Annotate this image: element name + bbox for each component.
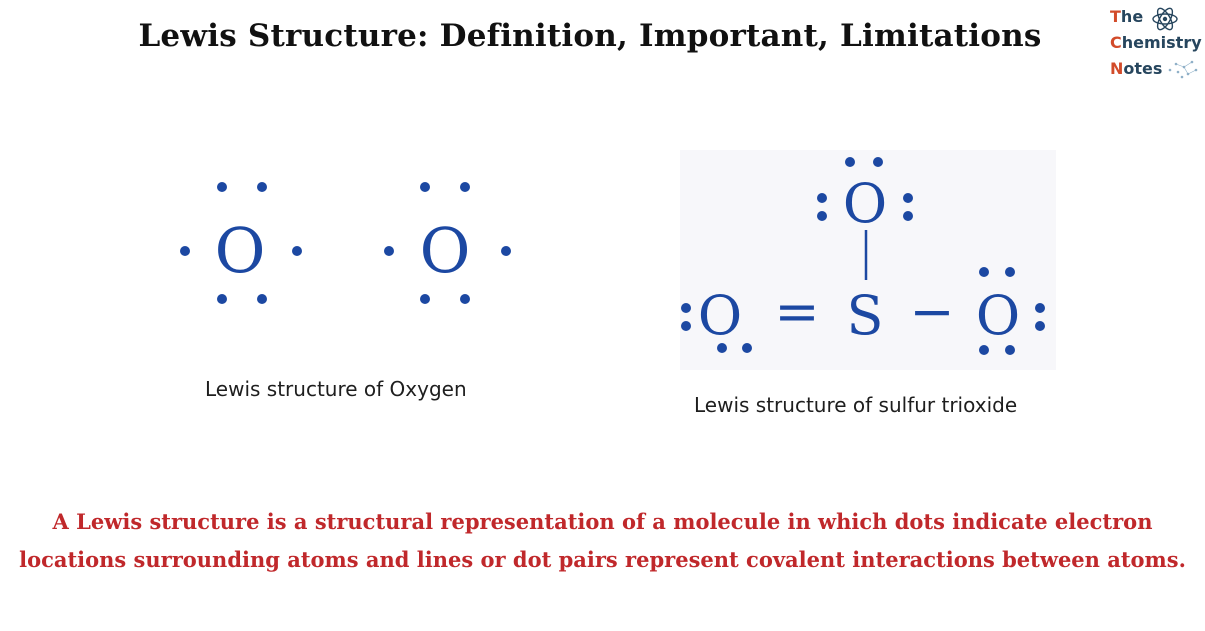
so3-double-bond: = [774, 280, 819, 343]
oxygen-atom-1: O [215, 214, 266, 287]
so3-right-oxygen: O [976, 284, 1020, 347]
molecule-dots-icon [1168, 60, 1198, 79]
atom-icon [1152, 7, 1178, 31]
logo-line-1: The [1110, 7, 1144, 26]
so3-sulfur: S [847, 284, 884, 347]
so3-left-oxygen: O [698, 284, 742, 347]
oxygen-atom-2: O [420, 214, 471, 287]
so3-diagram-background [680, 150, 1056, 370]
so3-top-oxygen: O [843, 172, 887, 235]
page-title: Lewis Structure: Definition, Important, … [138, 18, 1042, 54]
definition-text: A Lewis structure is a structural repres… [19, 509, 1186, 572]
logo-line-3: Notes [1110, 59, 1163, 78]
logo-line-2: Chemistry [1110, 33, 1202, 52]
electron-dots [180, 157, 1045, 355]
so3-caption: Lewis structure of sulfur trioxide [694, 393, 1018, 417]
oxygen-caption: Lewis structure of Oxygen [205, 377, 467, 401]
so3-single-bond: − [909, 280, 954, 343]
brand-logo: The Chemistry Notes [1104, 4, 1204, 84]
